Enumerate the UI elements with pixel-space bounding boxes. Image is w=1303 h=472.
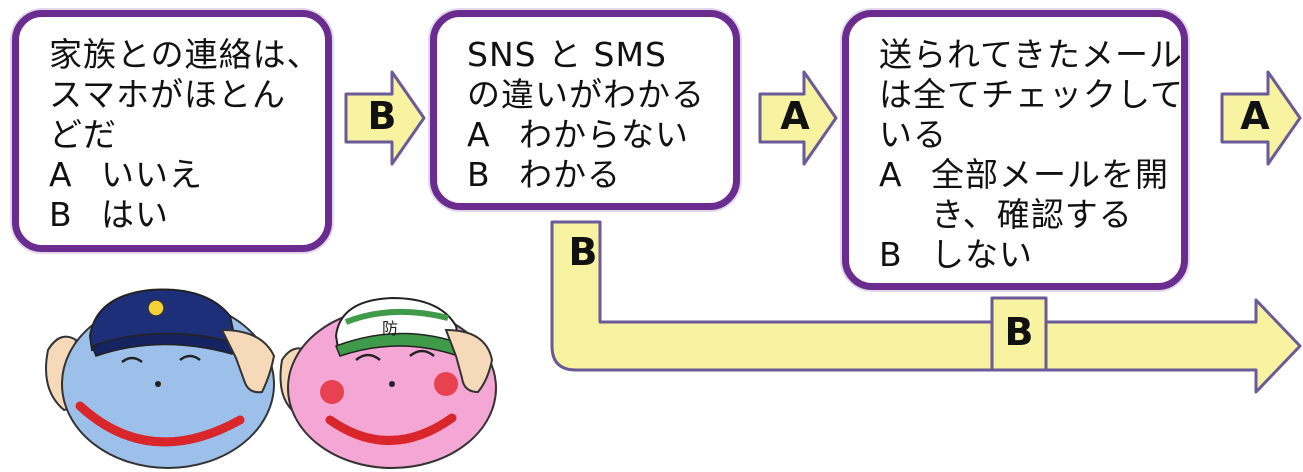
question-1-line-1: 家族との連絡は、: [49, 35, 321, 74]
question-1-option-b: B はい: [49, 195, 325, 235]
option-key: A: [467, 115, 491, 154]
question-box-3: 送られてきたメール は全てチェックして いる A 全部メールを開 き、確認する B…: [842, 10, 1188, 290]
arrow-q2-q3: [758, 70, 838, 166]
question-2-option-b: B わかる: [467, 155, 733, 195]
question-2-line-1: SNS と SMS: [467, 35, 667, 74]
question-1-line-3: どだ: [49, 115, 117, 154]
cap-badge-text: 防: [382, 319, 398, 338]
question-box-1: 家族との連絡は、 スマホがほとん どだ A いいえ B はい: [12, 10, 332, 252]
arrow-label-q3-out: A: [1240, 94, 1270, 138]
question-2-option-a: A わからない: [467, 115, 733, 155]
option-key: B: [879, 235, 903, 274]
option-text: 全部メールを開: [931, 155, 1169, 194]
question-3-option-a-continued: き、確認する: [879, 195, 1181, 235]
arrow-label-q3-down: B: [1004, 310, 1034, 354]
police-mascot: [45, 288, 276, 469]
option-text: はい: [101, 195, 169, 234]
arrow-q1-q2: [344, 70, 426, 166]
question-3-option-a: A 全部メールを開: [879, 155, 1181, 195]
option-text: き、確認する: [931, 195, 1133, 234]
option-text: わかる: [519, 155, 621, 194]
q2-b-long-arrow: [550, 220, 1302, 394]
question-1-option-a: A いいえ: [49, 155, 325, 195]
question-3-line-1: 送られてきたメール: [879, 35, 1184, 74]
q3-b-tab: [990, 296, 1048, 372]
question-3-option-b: B しない: [879, 235, 1181, 275]
arrow-q3-out: [1220, 70, 1302, 166]
arrow-label-q2-to-q3: A: [780, 94, 810, 138]
question-3-line-2: は全てチェックして: [879, 75, 1185, 114]
question-box-2: SNS と SMS の違いがわかる A わからない B わかる: [430, 10, 740, 210]
question-2-line-2: の違いがわかる: [467, 75, 705, 114]
option-key: B: [49, 195, 73, 234]
question-1-line-2: スマホがほとん: [49, 75, 287, 114]
question-3-line-3: いる: [879, 115, 947, 154]
option-key: A: [49, 155, 73, 194]
option-key: B: [467, 155, 491, 194]
arrow-label-q2-down: B: [568, 230, 598, 274]
option-text: しない: [931, 235, 1033, 274]
pink-mascot: 防: [279, 296, 497, 469]
option-text: いいえ: [101, 155, 203, 194]
option-text: わからない: [519, 115, 689, 154]
option-key: A: [879, 155, 903, 194]
arrow-label-q1-to-q2: B: [367, 94, 397, 138]
